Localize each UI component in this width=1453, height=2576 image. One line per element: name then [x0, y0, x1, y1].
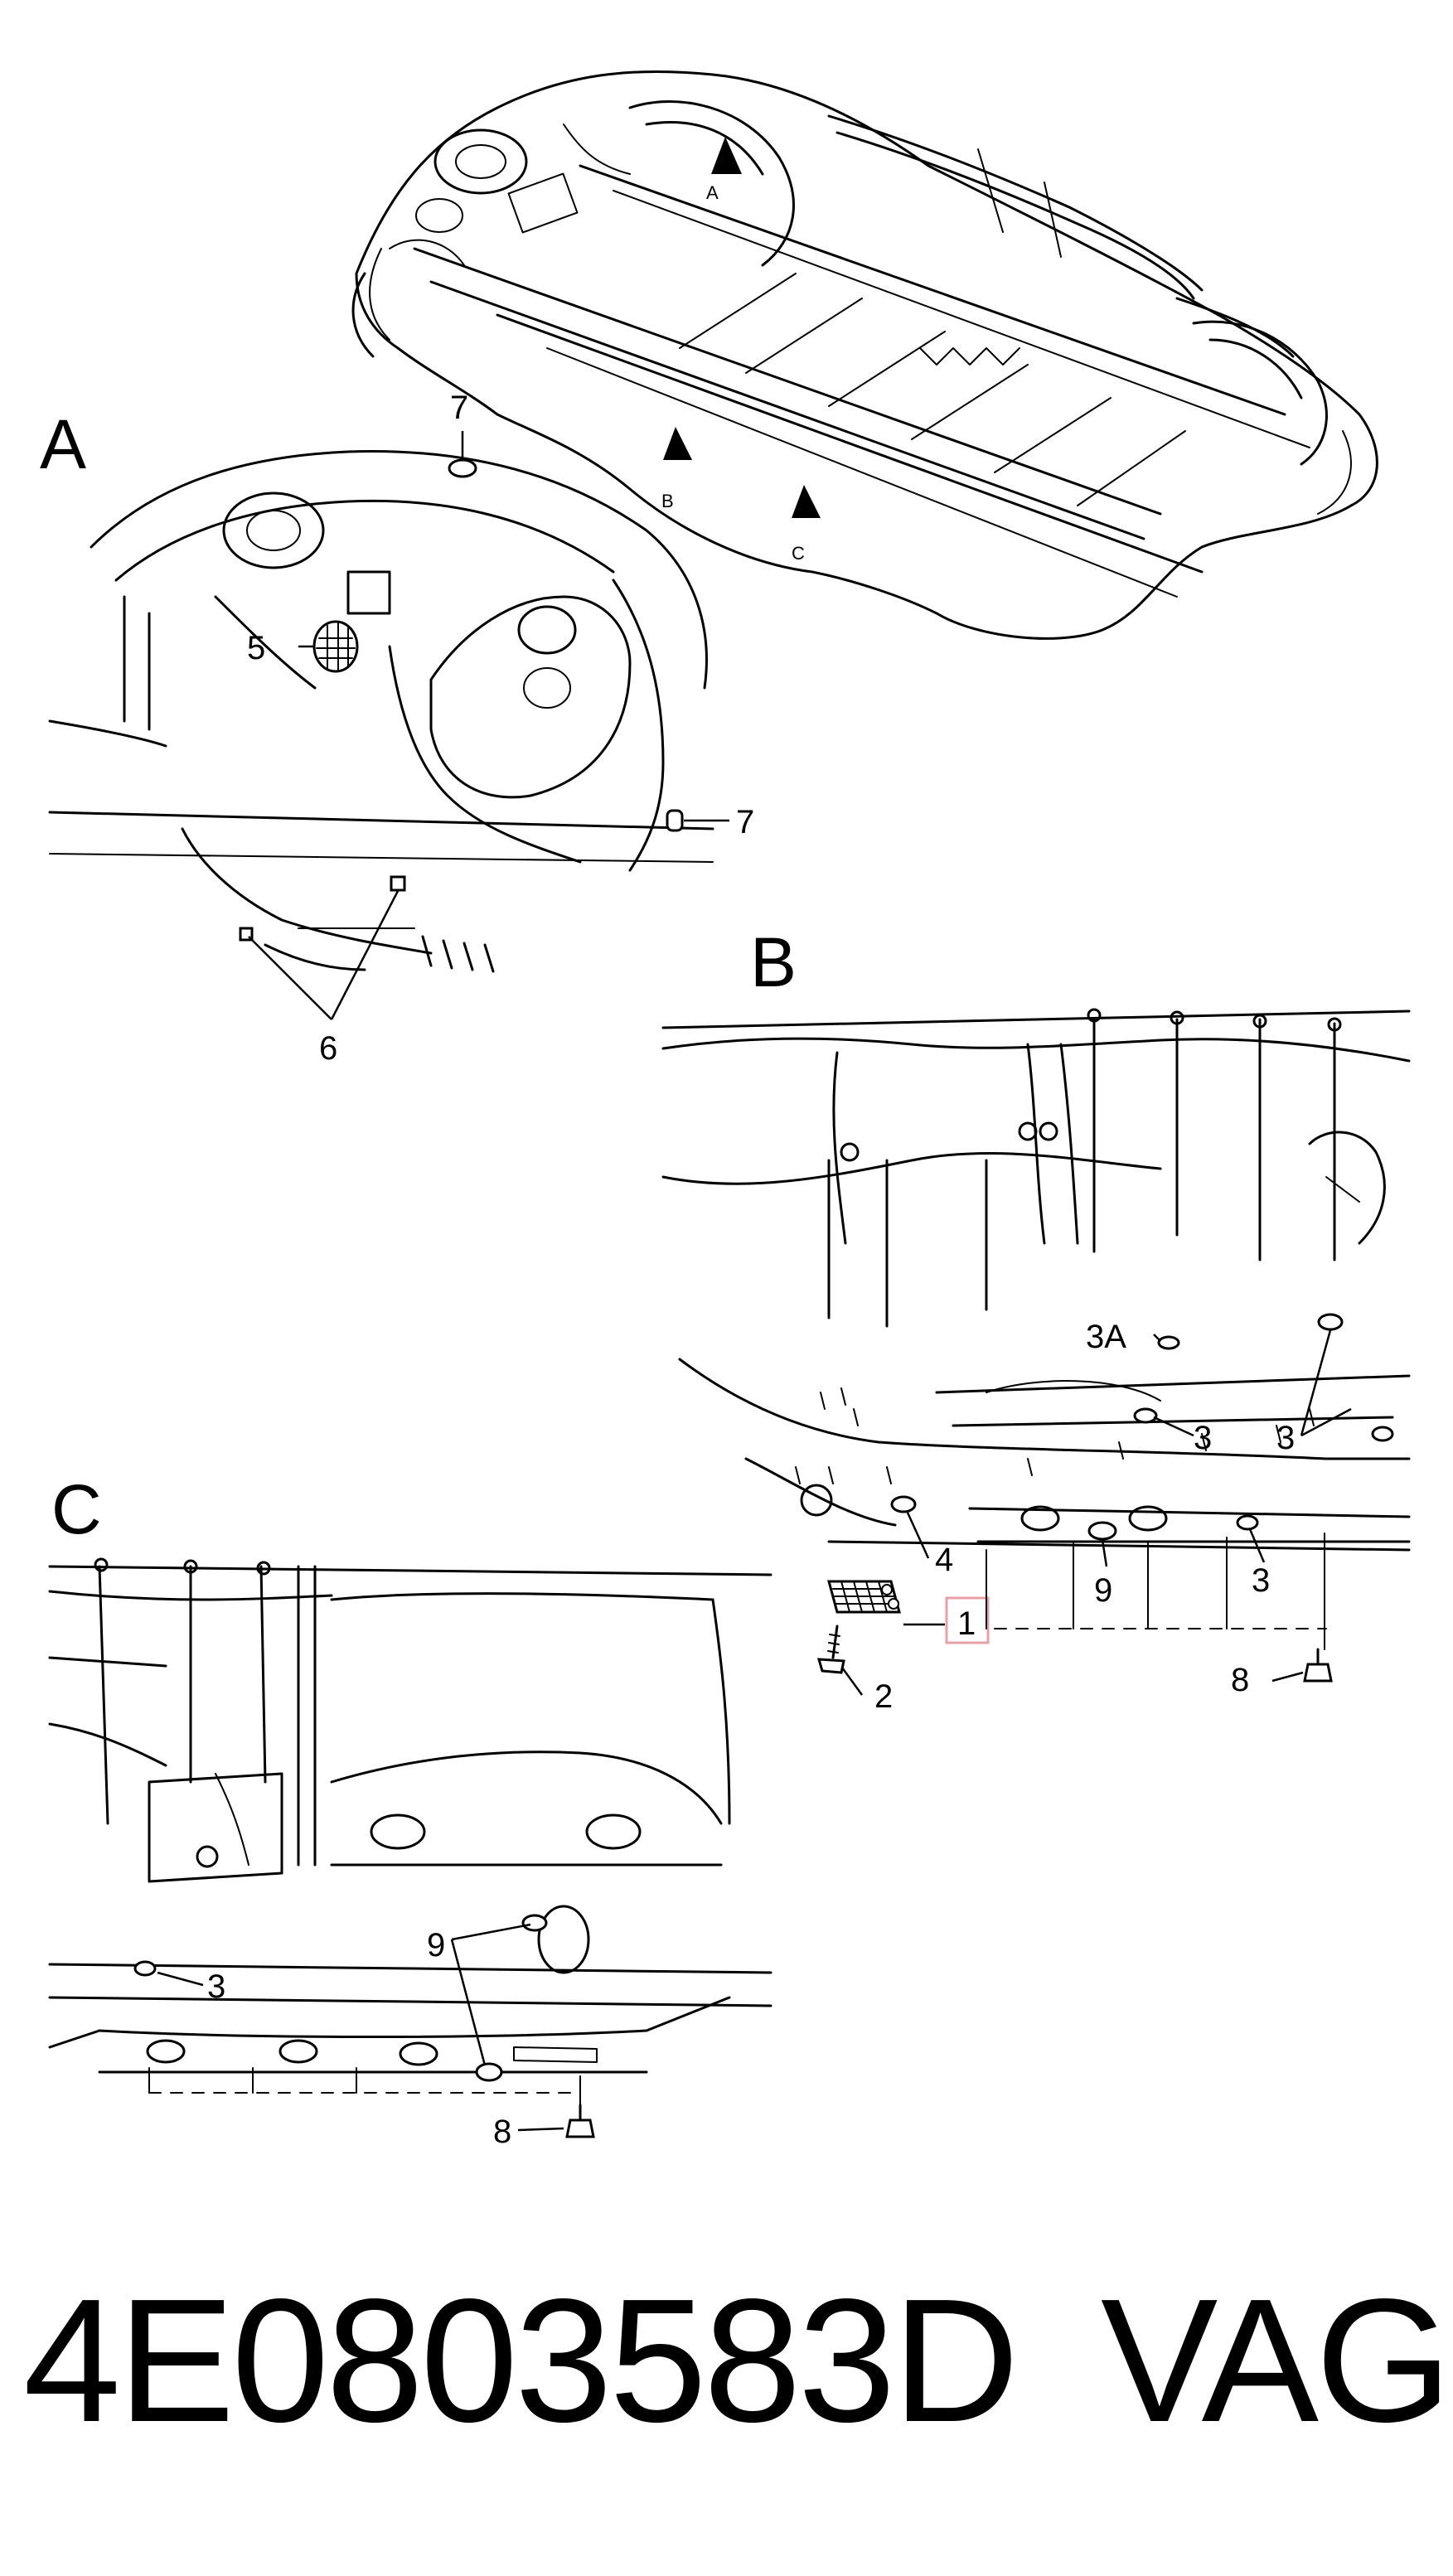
clip-8-c-icon — [565, 2104, 595, 2138]
callout-b-3a: 3A — [1086, 1319, 1126, 1355]
grommet-4-icon — [890, 1495, 917, 1513]
grommet-c-3-icon — [133, 1960, 157, 1977]
grommet-c-9-bottom-icon — [475, 2062, 503, 2082]
brand-name: VAG — [1101, 2262, 1452, 2458]
callout-b-2: 2 — [874, 1678, 893, 1715]
absorber-pad-part-1-icon — [827, 1580, 901, 1614]
highlight-box — [945, 1596, 990, 1644]
car-overview-drawing: A B C — [351, 70, 1378, 640]
grommet-right-edge-icon — [1371, 1426, 1394, 1442]
grille-part-5-icon — [312, 620, 359, 673]
callout-b-3-right: 3 — [1276, 1420, 1295, 1456]
callout-b-3-mid: 3 — [1194, 1420, 1212, 1456]
callout-b-9: 9 — [1094, 1572, 1112, 1609]
arrow-b-icon — [663, 427, 692, 460]
detail-c-drawing: C — [48, 1470, 773, 2150]
detail-b-drawing: B — [661, 923, 1411, 1715]
overview-arrow-c-label: C — [792, 543, 805, 564]
bolt-2-icon — [816, 1625, 845, 1674]
clip-6-a-icon — [390, 875, 406, 892]
callout-b-8: 8 — [1231, 1662, 1249, 1698]
grommet-3-mid-icon — [1133, 1407, 1158, 1424]
grommet-3a-icon — [1157, 1335, 1180, 1350]
overview-arrow-b-label: B — [661, 491, 674, 511]
callout-c-3: 3 — [207, 1968, 225, 2005]
arrow-a-icon — [711, 137, 742, 174]
grommet-3-low-icon — [1236, 1514, 1259, 1531]
detail-c-label: C — [51, 1470, 102, 1548]
grommet-9-icon — [1087, 1521, 1117, 1541]
detail-b-label: B — [750, 923, 797, 1001]
callout-b-1: 1 — [957, 1605, 976, 1642]
callout-c-8: 8 — [493, 2114, 511, 2150]
grommet-c-9-top-icon — [521, 1914, 548, 1932]
callout-a-6: 6 — [319, 1030, 337, 1067]
detail-a-drawing: A — [40, 390, 754, 1067]
overview-arrow-a-label: A — [706, 182, 719, 203]
callout-a-7-top: 7 — [450, 390, 468, 426]
callout-c-9: 9 — [427, 1927, 445, 1963]
clip-8-b-icon — [1303, 1648, 1333, 1683]
callout-a-7-right: 7 — [736, 804, 754, 840]
footer-caption: 4E0803583D VAG — [23, 2262, 1452, 2458]
detail-a-label: A — [40, 405, 86, 483]
arrow-c-icon — [792, 485, 821, 518]
callout-b-3-low: 3 — [1252, 1562, 1270, 1599]
callout-a-5: 5 — [247, 630, 265, 666]
part-number: 4E0803583D — [23, 2262, 1020, 2458]
callout-b-4: 4 — [935, 1542, 953, 1578]
clip-7-right-icon — [666, 809, 684, 832]
clip-7-top-icon — [448, 458, 477, 478]
grommet-3-right-icon — [1317, 1313, 1344, 1331]
